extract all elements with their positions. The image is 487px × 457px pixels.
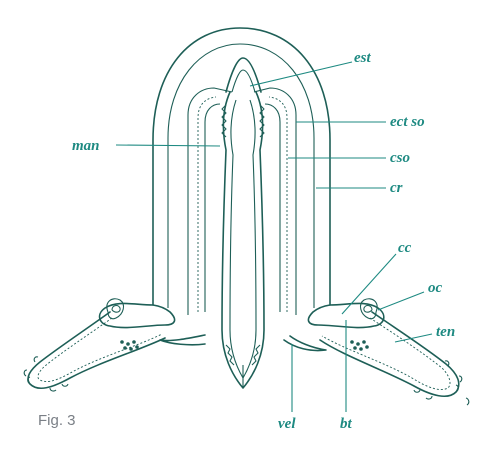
right-canal-inner (268, 96, 288, 312)
label-man: man (72, 138, 100, 154)
right-tentacle-inner (321, 317, 451, 390)
right-subumbrella (253, 87, 297, 315)
stomach-apex-inner (231, 69, 256, 93)
left-tentacle-inner (37, 317, 163, 382)
bell-inner-outline (167, 43, 315, 308)
stomach-apex (225, 57, 262, 93)
label-ect-so: ect so (390, 114, 425, 130)
leader-est (249, 61, 353, 87)
right-canal-inner2 (264, 103, 281, 312)
left-canal-inner2 (204, 103, 221, 312)
left-velum (159, 334, 206, 346)
label-bt: bt (340, 416, 353, 432)
manubrium-inner (229, 99, 257, 379)
bell-outer-outline (152, 27, 331, 306)
left-tentacle-knobs (23, 356, 69, 392)
left-canal-inner (197, 96, 217, 312)
label-cso: cso (390, 150, 410, 166)
label-cr: cr (390, 180, 403, 196)
label-cc: cc (398, 240, 412, 256)
right-tentacle (319, 311, 460, 398)
left-ocellus-bulb (106, 298, 125, 320)
manubrium (221, 91, 265, 389)
leader-oc (377, 291, 425, 311)
left-bulb-inner (111, 305, 121, 313)
right-ocellus-bulb (359, 298, 378, 320)
right-bulb-inner (363, 305, 373, 313)
right-tentacle-knobs (413, 360, 470, 406)
manubrium-lips (225, 344, 261, 388)
leader-man (115, 144, 221, 147)
right-velum (283, 335, 327, 352)
label-est: est (354, 50, 371, 66)
label-ten: ten (436, 324, 455, 340)
left-bell-margin (98, 302, 176, 329)
leader-cc (341, 253, 397, 315)
right-bell-margin (307, 302, 385, 329)
manubrium-folds-right (259, 104, 265, 138)
manubrium-folds-left (221, 104, 227, 138)
right-dots (350, 340, 369, 351)
leader-ten (394, 333, 433, 343)
left-subumbrella (187, 87, 233, 315)
figure-caption: Fig. 3 (38, 412, 76, 429)
left-tentacle (27, 311, 166, 390)
left-dots (120, 340, 139, 351)
label-vel: vel (278, 416, 296, 432)
label-oc: oc (428, 280, 443, 296)
